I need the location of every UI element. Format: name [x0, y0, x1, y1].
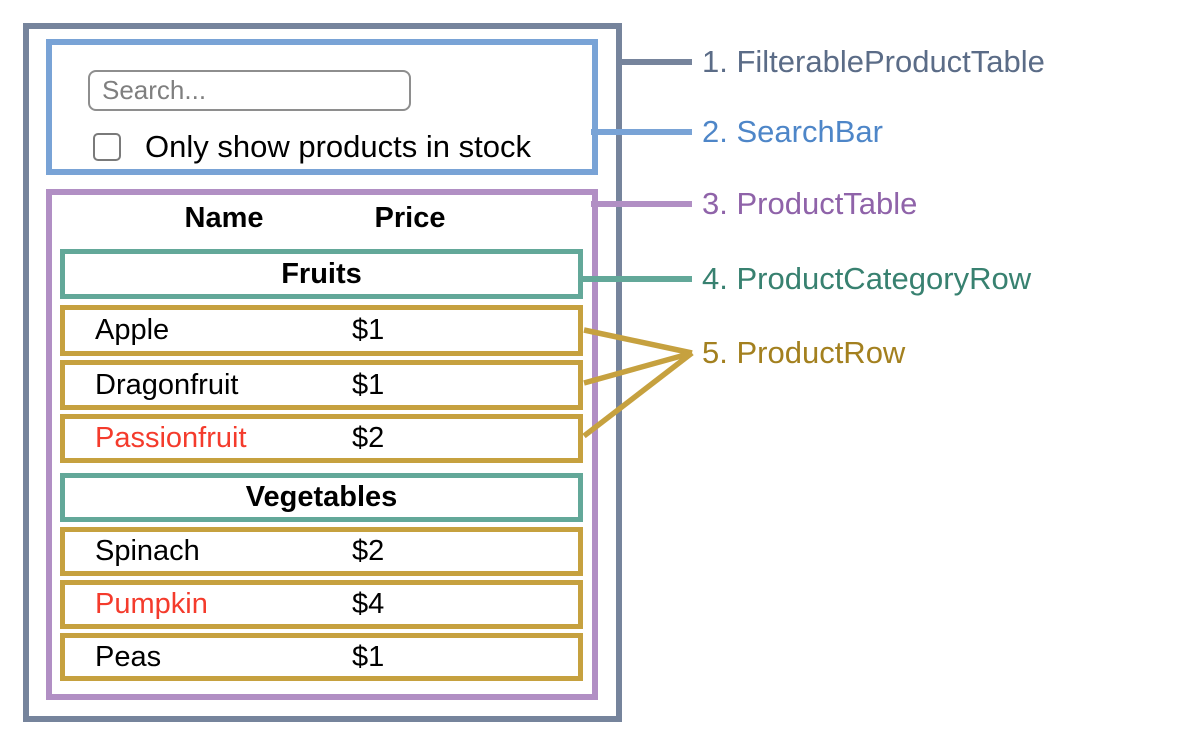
annotation-product-table: 3. ProductTable — [702, 186, 918, 221]
product-price: $4 — [352, 588, 385, 620]
product-name: Spinach — [95, 535, 200, 567]
product-category-row-fruits: Fruits — [60, 249, 583, 299]
category-label: Fruits — [281, 257, 362, 290]
product-row-pumpkin: Pumpkin $4 — [60, 580, 583, 629]
annotation-search-bar: 2. SearchBar — [702, 114, 883, 149]
annotation-product-category-row: 4. ProductCategoryRow — [702, 261, 1032, 296]
category-label: Vegetables — [245, 481, 398, 513]
column-header-price: Price — [374, 202, 446, 234]
connector-line-filterable-product-table — [617, 59, 692, 65]
product-price: $2 — [352, 422, 385, 454]
connector-line-product-category-row — [578, 276, 692, 282]
connector-line-product-table — [591, 201, 692, 207]
product-row-apple: Apple $1 — [60, 305, 583, 356]
product-name: Peas — [95, 640, 162, 673]
product-name: Dragonfruit — [95, 368, 239, 401]
connector-line-search-bar — [591, 129, 692, 135]
product-category-row-vegetables: Vegetables — [60, 473, 583, 522]
product-price: $1 — [352, 640, 385, 673]
product-price: $2 — [352, 535, 385, 567]
stock-filter-row: Only show products in stock — [93, 129, 531, 165]
annotation-product-row: 5. ProductRow — [702, 335, 906, 370]
product-price: $1 — [352, 368, 385, 401]
product-price: $1 — [352, 314, 385, 346]
product-name-out-of-stock: Passionfruit — [95, 422, 247, 454]
product-name-out-of-stock: Pumpkin — [95, 588, 208, 620]
product-name: Apple — [95, 314, 170, 346]
search-input[interactable] — [88, 70, 411, 111]
in-stock-checkbox[interactable] — [93, 133, 121, 161]
product-table-box — [46, 189, 598, 700]
product-row-spinach: Spinach $2 — [60, 527, 583, 576]
product-row-passionfruit: Passionfruit $2 — [60, 414, 583, 463]
column-header-name: Name — [184, 202, 264, 234]
product-row-dragonfruit: Dragonfruit $1 — [60, 360, 583, 410]
product-row-peas: Peas $1 — [60, 633, 583, 681]
in-stock-checkbox-label: Only show products in stock — [145, 129, 531, 164]
search-bar-box — [46, 39, 598, 175]
annotation-filterable-product-table: 1. FilterableProductTable — [702, 44, 1045, 79]
